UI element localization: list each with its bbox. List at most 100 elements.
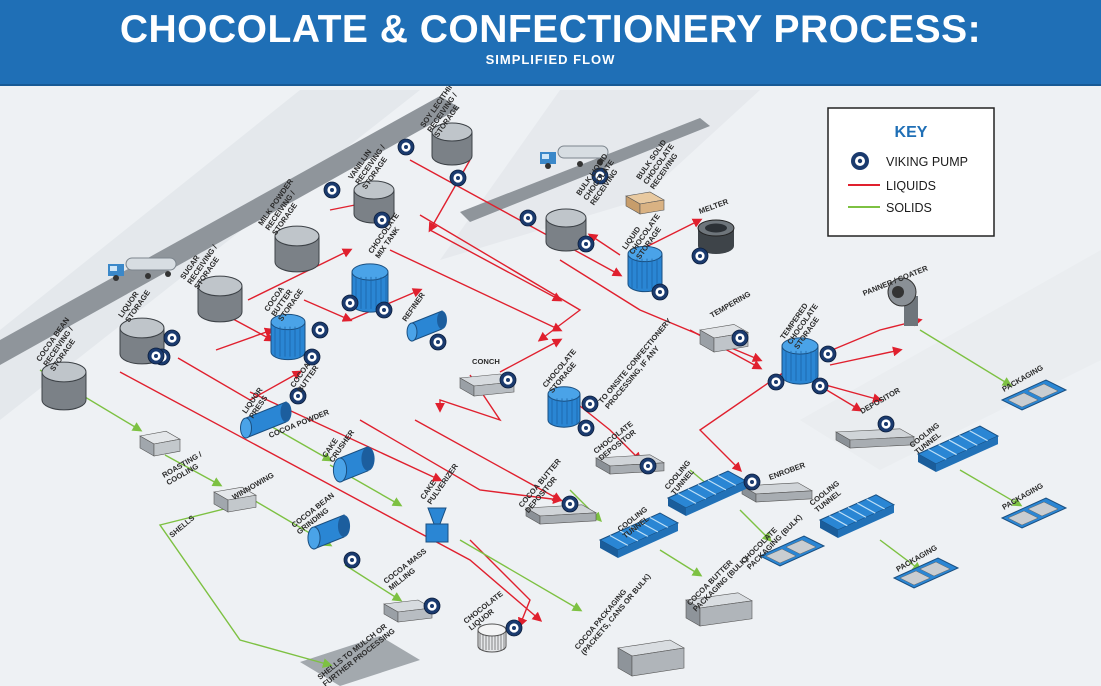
viking-pump-icon: [499, 371, 517, 389]
chocolate-liquor-vat: [477, 623, 507, 653]
viking-pump-icon: [561, 495, 579, 513]
liquid-pipe: [177, 357, 303, 401]
viking-pump-icon: [429, 333, 447, 351]
cocoa-bean-grinding-drum: [307, 514, 351, 550]
solid-pipe: [959, 469, 1023, 507]
soy-lecithin-storage-tank: [431, 122, 473, 166]
viking-pump-icon: [651, 283, 669, 301]
viking-pump-icon: [311, 321, 329, 339]
viking-pump-icon: [375, 301, 393, 319]
viking-pump-icon: [147, 347, 165, 365]
label-roasting-cooling: ROASTING /COOLING: [161, 449, 209, 487]
liquid-pipe: [414, 419, 563, 502]
viking-pump-icon: [639, 457, 657, 475]
liquid-pipe: [247, 248, 353, 301]
packaging-station-1: [1000, 379, 1068, 411]
label-enrober: ENROBER: [768, 460, 807, 482]
cooling-tunnel-2: [666, 470, 748, 516]
label-to-onsite-confectionery: TO ONSITE CONFECTIONERYPROCESSING, IF AN…: [597, 316, 680, 410]
solid-pipe: [459, 539, 583, 612]
cocoa-butter-storage-tank: [270, 313, 306, 361]
viking-pump-icon: [819, 345, 837, 363]
label-cocoa-mass-milling: COCOA MASSMILLING: [382, 546, 434, 592]
label-tempering: TEMPERING: [709, 289, 753, 319]
liquid-pipe: [409, 159, 623, 277]
label-line: TO ONSITE CONFECTIONERY: [597, 316, 674, 405]
bulk-liquid-receiving-tank: [545, 208, 587, 252]
label-line: CONCH: [472, 357, 500, 366]
label-cake-pulverizer: CAKEPULVERIZER: [418, 457, 460, 506]
title-banner: CHOCOLATE & CONFECTIONERY PROCESS: SIMPL…: [0, 0, 1101, 86]
cooling-tunnel-1: [598, 512, 680, 558]
viking-pump-icon: [323, 181, 341, 199]
viking-pump-icon: [343, 551, 361, 569]
pumps-layer: [147, 138, 895, 637]
liquid-pipe: [389, 249, 563, 332]
viking-pump-icon: [577, 235, 595, 253]
winnowing-machine: [213, 486, 257, 513]
melter-vessel: [697, 219, 735, 254]
roasting-cooling-machine: [139, 430, 181, 457]
viking-pump-icon: [423, 597, 441, 615]
depositor: [834, 428, 916, 449]
chocolate-packaging-bulk-station: [758, 535, 826, 567]
liquid-pipe: [698, 367, 791, 472]
liquid-pipe: [428, 159, 471, 233]
viking-pump-icon: [731, 329, 749, 347]
viking-pump-icon: [373, 211, 391, 229]
refiner-cylinder: [406, 310, 447, 342]
process-flow-diagram: COCOA BEANRECEIVING /STORAGELIQUORSTORAG…: [0, 86, 1101, 686]
packaging-station-3: [892, 557, 960, 589]
viking-pump-icon: [877, 415, 895, 433]
legend-key: KEY VIKING PUMP LIQUIDS SOLIDS: [827, 107, 995, 237]
legend-label: LIQUIDS: [886, 179, 936, 193]
truck-icon: [540, 145, 609, 169]
viking-pump-icon: [519, 209, 537, 227]
label-line: ENROBER: [768, 460, 807, 482]
equipment-layer: [41, 122, 1068, 677]
label-cocoa-packaging: COCOA PACKAGING(PACKETS, CANS OR BULK): [573, 566, 653, 657]
legend-label: SOLIDS: [886, 201, 932, 215]
liquid-pipe: [419, 214, 582, 342]
solid-pipe: [659, 549, 703, 577]
viking-pump-icon: [581, 395, 599, 413]
page-subtitle: SIMPLIFIED FLOW: [485, 52, 616, 67]
viking-pump-icon: [303, 348, 321, 366]
liquid-pipe: [469, 539, 531, 628]
sugar-storage-tank: [197, 275, 243, 323]
legend-label: VIKING PUMP: [886, 155, 968, 169]
label-line: (PACKETS, CANS OR BULK): [579, 572, 653, 657]
cocoa-butter-depositor: [524, 504, 598, 525]
label-line: MELTER: [698, 197, 730, 216]
label-line: PROCESSING, IF ANY: [603, 344, 661, 411]
viking-pump-icon: [397, 138, 415, 156]
viking-pump-icon: [505, 619, 523, 637]
liquid-pipe: [429, 229, 563, 302]
panner-coater: [887, 277, 918, 326]
liquid-pipe: [119, 371, 543, 622]
liquid-chocolate-storage-tank: [627, 245, 663, 293]
liquid-pipe: [639, 218, 703, 251]
page-title: CHOCOLATE & CONFECTIONERY PROCESS:: [119, 8, 982, 51]
label-line: COCOA PACKAGING: [573, 587, 629, 651]
truck-icon: [108, 257, 177, 281]
viking-pump-icon: [767, 373, 785, 391]
viking-pump-icon: [289, 387, 307, 405]
packaging-station-2: [1000, 497, 1068, 529]
cocoa-mass-mill: [383, 599, 433, 623]
viking-pump-icon: [811, 377, 829, 395]
liquor-press-cylinder: [240, 401, 292, 439]
legend-title: KEY: [895, 124, 928, 141]
viking-pump-icon: [743, 473, 761, 491]
label-line: SHELLS: [168, 513, 197, 539]
cocoa-butter-packaging-machine: [685, 592, 753, 627]
liquid-pipe: [435, 374, 502, 422]
label-conch: CONCH: [472, 357, 500, 366]
label-shells: SHELLS: [168, 513, 197, 539]
viking-pump-icon: [691, 247, 709, 265]
liquid-pipe: [303, 299, 353, 322]
label-cooling-tunnel-3: COOLINGTUNNEL: [808, 479, 847, 515]
cake-crusher-drum: [332, 446, 375, 483]
solid-pipe: [919, 329, 1013, 387]
